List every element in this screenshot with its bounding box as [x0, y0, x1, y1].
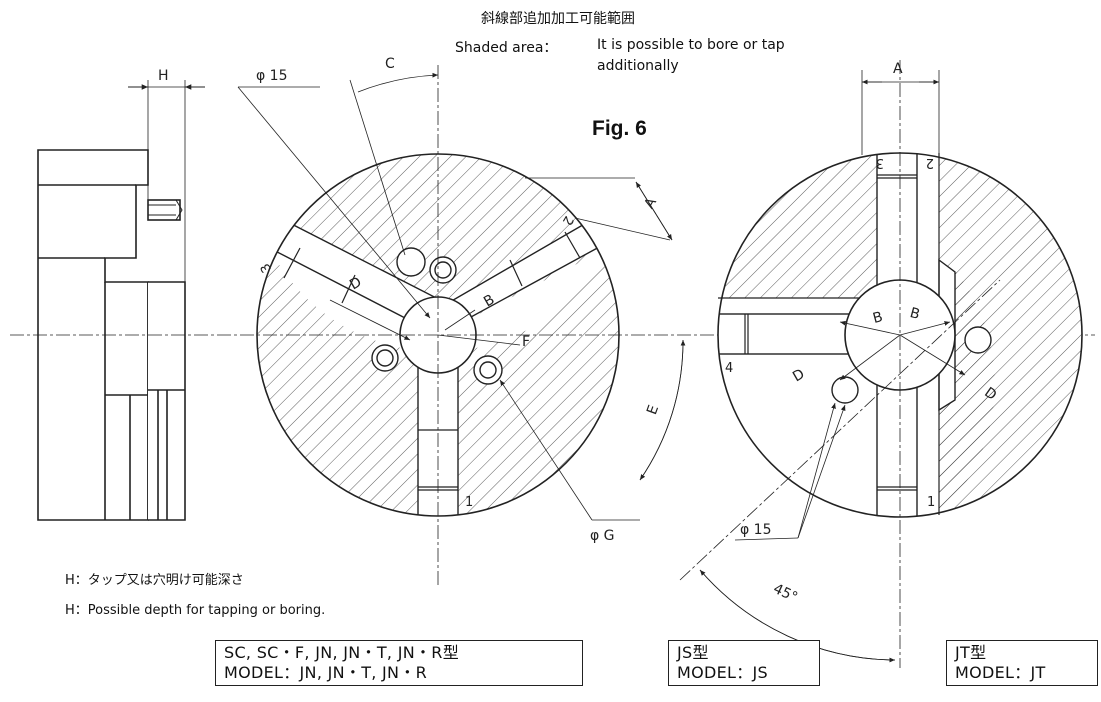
dim-a-label-right: A [893, 61, 903, 77]
model-box-jn-line2: MODEL：JN, JN・T, JN・R [224, 663, 428, 682]
side-view [37, 80, 205, 521]
dim-angle45-label: 45° [771, 581, 800, 606]
figure-label: Fig. 6 [592, 117, 647, 140]
shaded-area-desc-line1: It is possible to bore or tap [597, 37, 785, 53]
model-box-js: JS型 MODEL：JS [668, 640, 820, 686]
model-box-jt-line2: MODEL：JT [955, 663, 1046, 682]
note-h-en: H：Possible depth for tapping or boring. [65, 603, 326, 618]
dim-h-label: H [158, 68, 169, 84]
dim-b-label-right-2: B [908, 305, 921, 323]
model-box-jn-line1: SC, SC・F, JN, JN・T, JN・R型 [224, 643, 459, 662]
model-box-jt-line1: JT型 [955, 643, 987, 662]
model-box-jn: SC, SC・F, JN, JN・T, JN・R型 MODEL：JN, JN・T… [215, 640, 583, 686]
dim-phig-label: φ G [590, 528, 615, 544]
dim-e-label: E [644, 403, 662, 417]
dim-c-label: C [385, 56, 395, 72]
note-h-jp: H：タップ又は穴明け可能深さ [65, 573, 244, 588]
dim-a-label-left: A [641, 195, 660, 212]
shaded-area-title-jp: 斜線部追加加工可能範囲 [481, 11, 635, 27]
shaded-area-desc-line2: additionally [597, 58, 679, 74]
jaw-number-1-left: 1 [465, 495, 473, 510]
chuck-face-jn [10, 65, 1095, 585]
shaded-area-label: Shaded area： [455, 40, 558, 56]
model-box-js-line2: MODEL：JS [677, 663, 769, 682]
dim-b-label-right-1: B [871, 309, 884, 327]
jaw-number-2-right: 2 [926, 155, 934, 170]
dim-phi15-label-left: φ 15 [256, 68, 288, 84]
model-box-js-line1: JS型 [677, 643, 709, 662]
jaw-number-3-right: 3 [876, 155, 884, 170]
jaw-number-1-right: 1 [927, 495, 935, 510]
dim-phi15-label-right: φ 15 [740, 522, 772, 538]
model-box-jt: JT型 MODEL：JT [946, 640, 1098, 686]
jaw-number-4-right: 4 [725, 361, 733, 376]
chuck-face-js-jt [679, 60, 1083, 668]
dim-f-label: F [522, 334, 530, 350]
